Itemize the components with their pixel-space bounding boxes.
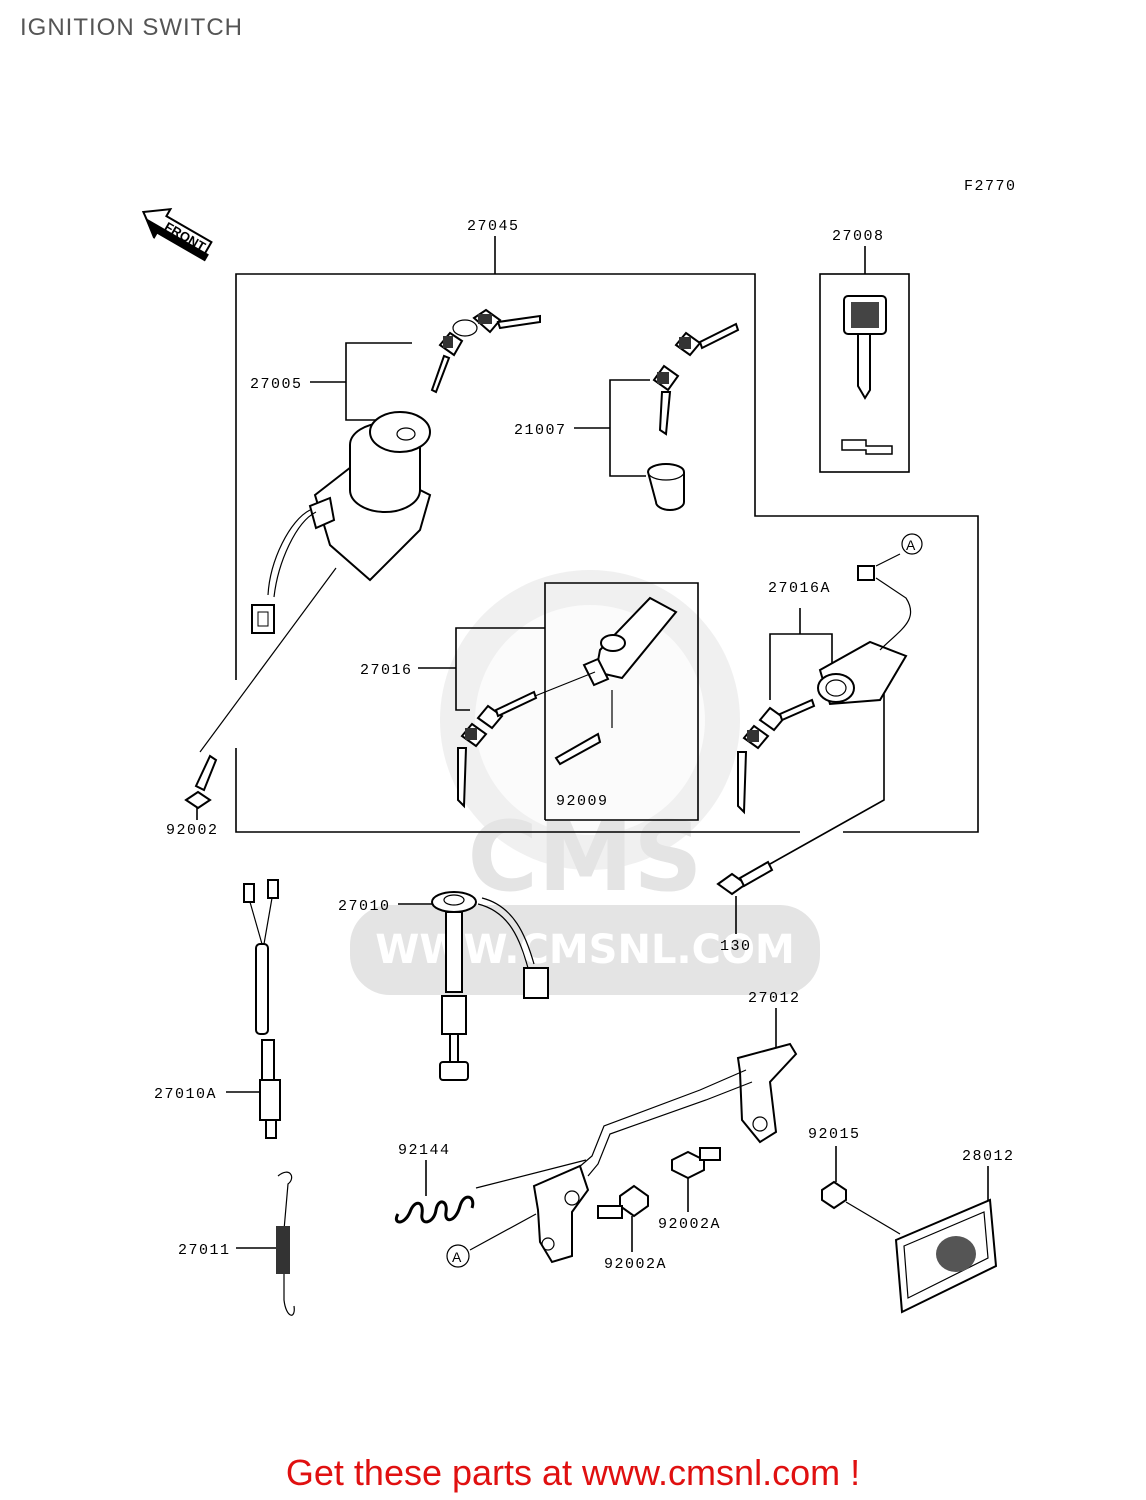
front-arrow-icon: FRONT [141, 207, 213, 262]
part-label-92015: 92015 [808, 1126, 861, 1143]
part-27010-switch-sensor [398, 891, 549, 1081]
part-label-21007: 21007 [514, 422, 567, 439]
part-label-27005: 27005 [250, 376, 303, 393]
part-92144-spring [395, 1159, 587, 1224]
part-130-bolt [716, 860, 774, 934]
part-label-27008: 27008 [832, 228, 885, 245]
figure-code: F2770 [964, 178, 1017, 195]
part-label-27016: 27016 [360, 662, 413, 679]
part-92015-nut [821, 1146, 901, 1235]
part-label-92144: 92144 [398, 1142, 451, 1159]
part-label-27010: 27010 [338, 898, 391, 915]
part-27005-ignition-switch [199, 308, 541, 753]
part-label-92002: 92002 [166, 822, 219, 839]
part-27016A-seat-lock: A [737, 533, 923, 865]
part-92002A-bolt-left [597, 1184, 649, 1252]
part-28012-reflector [894, 1166, 998, 1314]
part-27011-spring [236, 1171, 295, 1316]
kit-outline [235, 236, 979, 833]
part-92002-bolt [184, 754, 218, 820]
part-27010A-switch-wire [226, 879, 281, 1139]
part-label-130: 130 [720, 938, 752, 955]
callout-a-top: A [906, 537, 916, 553]
part-label-27010A: 27010A [154, 1086, 217, 1103]
part-label-92002A-right: 92002A [658, 1216, 721, 1233]
part-27008-key-blank [819, 246, 910, 473]
part-label-27016A: 27016A [768, 580, 831, 597]
part-label-27012: 27012 [748, 990, 801, 1007]
part-label-28012: 28012 [962, 1148, 1015, 1165]
cms-watermark: CMS WWW.CMSNL.COM [350, 570, 820, 995]
callout-a-lower-letter: A [452, 1249, 462, 1265]
callout-a-lower: A [446, 1213, 537, 1268]
part-27012-arm [532, 1008, 798, 1264]
part-label-92009: 92009 [556, 793, 609, 810]
part-27016-lock-set [418, 582, 699, 821]
part-label-92002A-left: 92002A [604, 1256, 667, 1273]
part-21007-key-set [574, 322, 740, 511]
part-label-27011: 27011 [178, 1242, 231, 1259]
footer-promo-link[interactable]: Get these parts at www.cmsnl.com ! [285, 1452, 861, 1493]
watermark-logo-text: CMS [467, 801, 702, 913]
part-label-27045: 27045 [467, 218, 520, 235]
part-92002A-bolt-right [671, 1147, 721, 1212]
page-title: IGNITION SWITCH [20, 14, 243, 41]
